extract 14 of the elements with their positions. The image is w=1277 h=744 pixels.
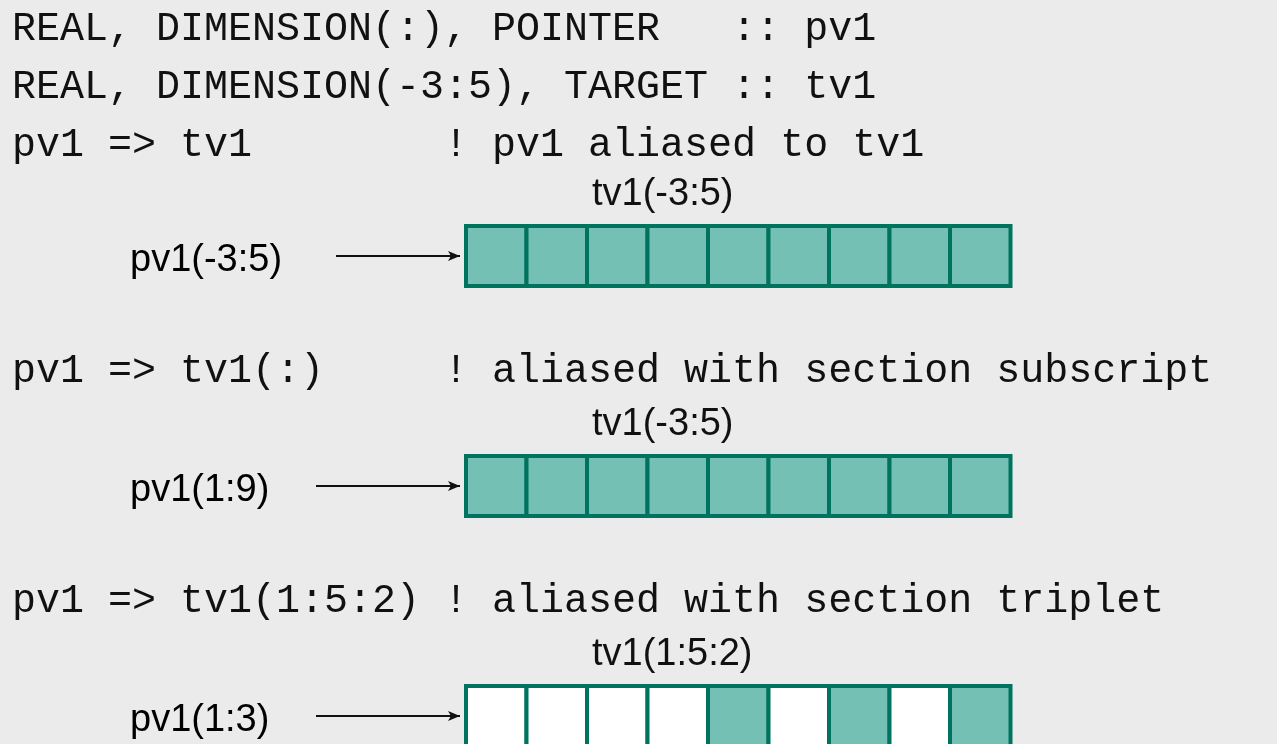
array-caption: tv1(-3:5) [592,170,734,214]
arrow [315,711,461,721]
code-line: REAL, DIMENSION(-3:5), TARGET :: tv1 [12,66,877,110]
array-caption: tv1(-3:5) [592,400,734,444]
code-line: pv1 => tv1(1:5:2) ! aliased with section triplet [12,580,1165,624]
code-line: REAL, DIMENSION(:), POINTER :: pv1 [12,8,877,52]
array-caption: tv1(1:5:2) [592,630,753,674]
arrow [315,481,461,491]
code-line: pv1 => tv1(:) ! aliased with section subscript [12,350,1213,394]
pointer-label: pv1(-3:5) [130,234,283,282]
arrow [335,251,461,261]
pointer-label: pv1(1:3) [130,694,270,742]
code-line: pv1 => tv1 ! pv1 aliased to tv1 [12,124,925,168]
pointer-label: pv1(1:9) [130,464,270,512]
